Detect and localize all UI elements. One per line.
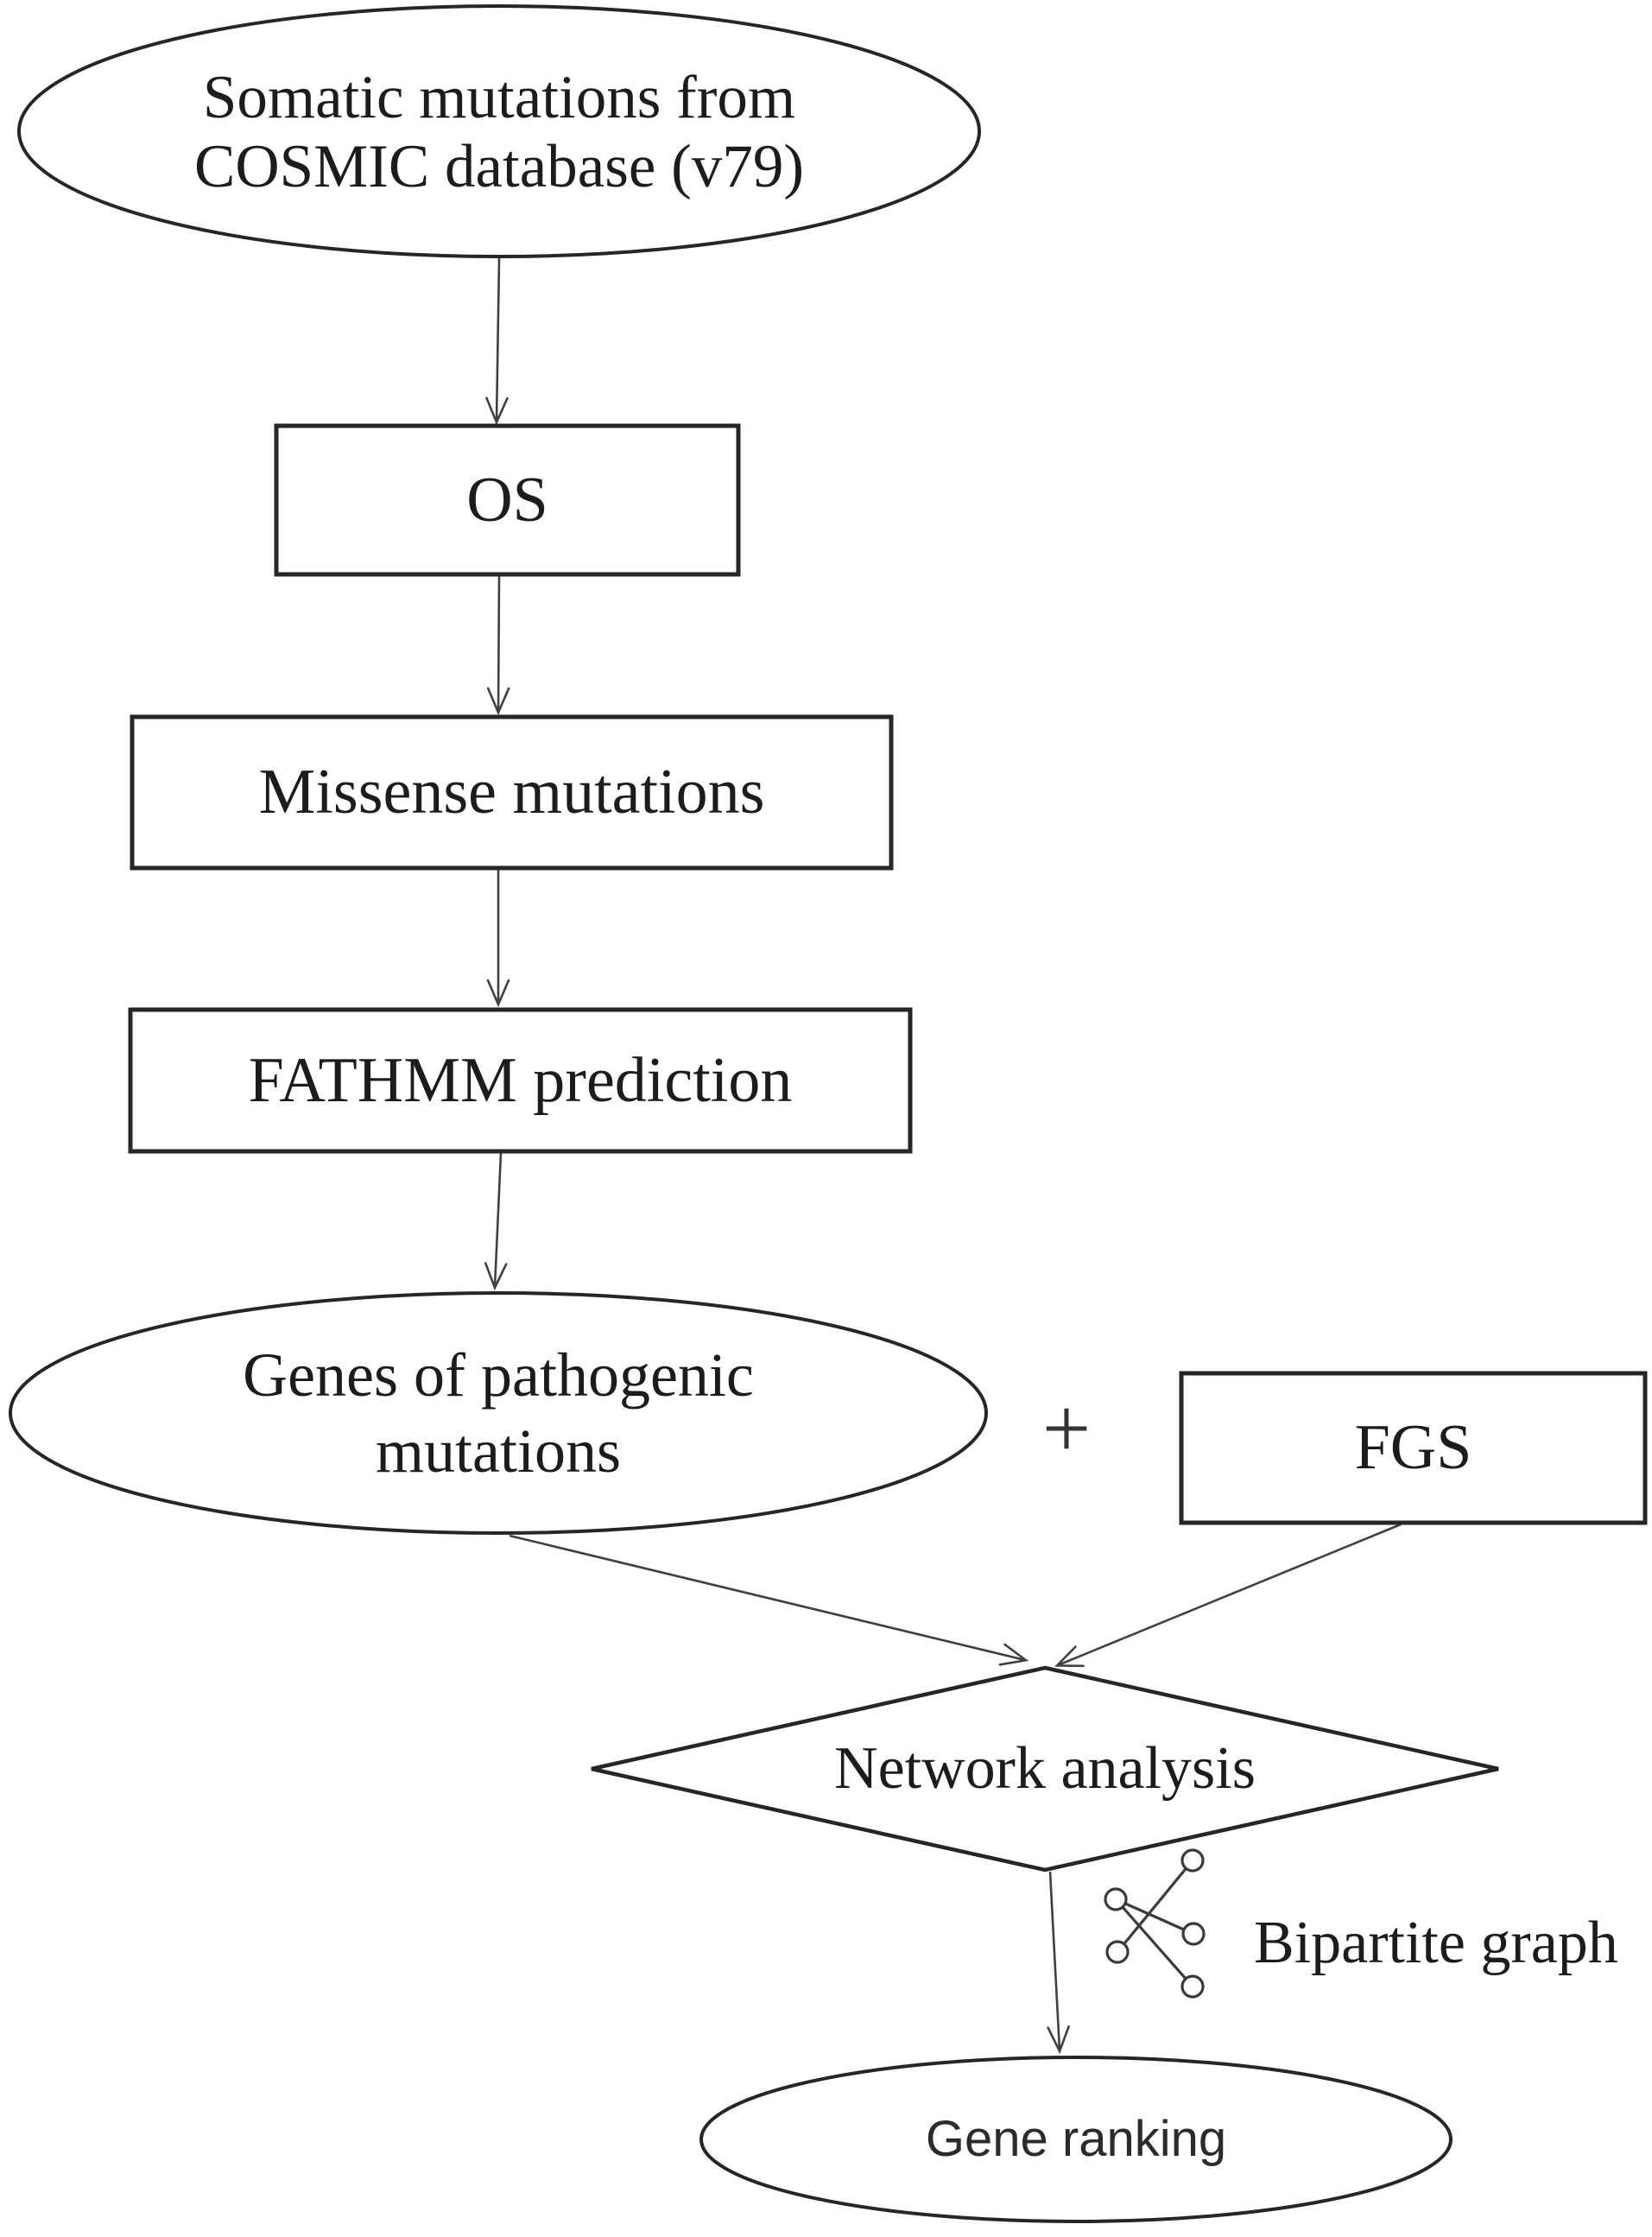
bipartite-graph-icon: [1104, 1848, 1206, 1999]
genes-node-label: Genes of pathogenic mutations: [243, 1340, 754, 1486]
network-node-label: Network analysis: [834, 1734, 1256, 1802]
ranking-node-label: Gene ranking: [925, 2110, 1227, 2167]
node-missense-rect: [130, 714, 894, 871]
graph-node: [1104, 1887, 1128, 1911]
node-network-diamond: [591, 1665, 1499, 1873]
arrow-cosmic-to-os: [485, 257, 509, 426]
fgs-node-label: FGS: [1354, 1412, 1472, 1484]
graph-node: [1105, 1940, 1130, 1964]
node-cosmic-ellipse: [17, 4, 981, 258]
node-ranking-ellipse: [699, 2056, 1453, 2223]
arrow-network-to-ranking: [1047, 1871, 1070, 2055]
node-genes-ellipse: [9, 1291, 988, 1535]
os-node-label: OS: [466, 464, 548, 535]
graph-node: [1180, 1974, 1205, 1999]
arrow-os-to-missense: [486, 575, 510, 716]
missense-node-label: Missense mutations: [258, 757, 765, 828]
arrow-fgs-to-network: [1054, 1523, 1402, 1668]
node-fgs-rect: [1179, 1371, 1648, 1525]
node-os-rect: [274, 423, 741, 577]
graph-node: [1180, 1848, 1205, 1873]
bipartite-graph-label: Bipartite graph: [1254, 1909, 1618, 1976]
cosmic-node-label: Somatic mutations from COSMIC database (…: [194, 63, 804, 200]
flow-arrows: [484, 257, 1402, 2055]
node-fathmm-rect: [128, 1007, 913, 1154]
arrow-fathmm-to-genes: [484, 1152, 508, 1291]
arrow-genes-to-network: [509, 1534, 1029, 1666]
plus-operator: +: [1041, 1380, 1092, 1476]
fathmm-node-label: FATHMM prediction: [248, 1044, 793, 1116]
graph-node: [1181, 1922, 1206, 1946]
